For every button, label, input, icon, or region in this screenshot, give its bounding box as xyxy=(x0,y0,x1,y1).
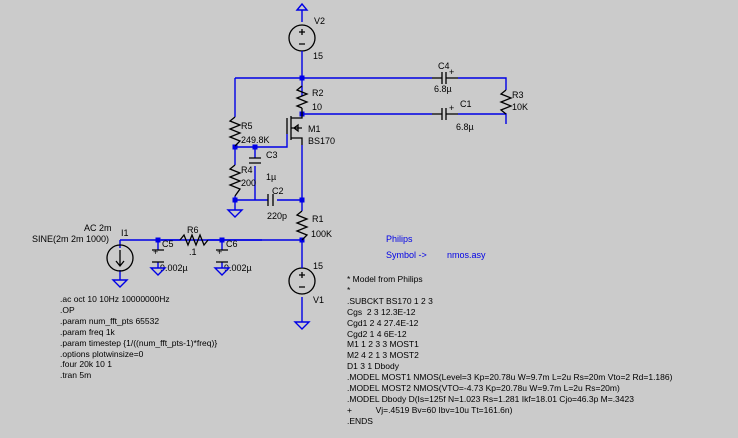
c6-name: C6 xyxy=(226,239,238,249)
c5-name: C5 xyxy=(162,239,174,249)
c3-value: 1µ xyxy=(266,172,276,182)
resistor-r6[interactable]: R6 .1 xyxy=(179,225,209,257)
r2-value: 10 xyxy=(312,102,322,112)
c4-value: 6.8µ xyxy=(434,84,452,94)
v1-value: 15 xyxy=(313,261,323,271)
capacitor-c2[interactable]: C2 220p xyxy=(267,186,287,221)
c6-plus: + xyxy=(217,247,222,257)
spice-directives[interactable]: .ac oct 10 10Hz 10000000Hz .OP .param nu… xyxy=(60,294,218,381)
resistor-r1[interactable]: R1 100K xyxy=(295,210,332,241)
symbol-note[interactable]: Philips Symbol -> nmos.asy xyxy=(386,234,486,260)
v2-value: 15 xyxy=(313,51,323,61)
r6-name: R6 xyxy=(187,225,199,235)
capacitor-c5[interactable]: + C5 9.002µ xyxy=(152,239,188,273)
i1-name: I1 xyxy=(121,228,129,238)
mosfet-m1[interactable]: M1 BS170 xyxy=(286,108,335,146)
r1-value: 100K xyxy=(311,229,332,239)
capacitor-c6[interactable]: + C6 9.002µ xyxy=(216,239,252,273)
m1-name: M1 xyxy=(308,124,321,134)
capacitor-c1[interactable]: + C1 6.8µ xyxy=(432,99,474,132)
c4-plus: + xyxy=(449,67,454,77)
i1-sine: SINE(2m 2m 1000) xyxy=(32,234,109,244)
r1-name: R1 xyxy=(312,214,324,224)
c5-value: 9.002µ xyxy=(160,263,188,273)
resistor-r5[interactable]: R5 249.8K xyxy=(228,116,270,147)
ground-c5 xyxy=(149,267,167,276)
v2-name: V2 xyxy=(314,16,325,26)
capacitor-c4[interactable]: + C4 6.8µ xyxy=(432,61,458,94)
c1-name: C1 xyxy=(460,99,472,109)
c1-value: 6.8µ xyxy=(456,122,474,132)
current-source-i1[interactable]: I1 AC 2m SINE(2m 2m 1000) xyxy=(32,223,134,272)
c1-plus: + xyxy=(449,103,454,113)
i1-ac: AC 2m xyxy=(84,223,112,233)
c2-name: C2 xyxy=(272,186,284,196)
symbol-note-file: nmos.asy xyxy=(447,250,486,260)
r4-name: R4 xyxy=(241,165,253,175)
capacitor-c3[interactable]: C3 1µ xyxy=(249,150,278,182)
c2-value: 220p xyxy=(267,211,287,221)
c4-name: C4 xyxy=(438,61,450,71)
c6-value: 9.002µ xyxy=(224,263,252,273)
symbol-note-title: Philips xyxy=(386,234,413,244)
c5-plus: + xyxy=(153,247,158,257)
resistor-r2[interactable]: R2 10 xyxy=(295,85,324,112)
r5-name: R5 xyxy=(241,121,253,131)
ground-i1 xyxy=(111,279,129,288)
voltage-source-v2[interactable]: V2 15 xyxy=(288,2,325,61)
bs170-model-text[interactable]: * Model from Philips * .SUBCKT BS170 1 2… xyxy=(347,274,673,426)
ground-r4 xyxy=(226,209,244,218)
m1-value: BS170 xyxy=(308,136,335,146)
r5-value: 249.8K xyxy=(241,135,270,145)
r2-name: R2 xyxy=(312,88,324,98)
r6-value: .1 xyxy=(189,247,197,257)
resistor-r3[interactable]: R3 10K xyxy=(499,89,528,115)
r3-name: R3 xyxy=(512,90,524,100)
symbol-note-label: Symbol -> xyxy=(386,250,427,260)
r3-value: 10K xyxy=(512,102,528,112)
resistor-r4[interactable]: R4 200 xyxy=(228,164,256,197)
ground-v1 xyxy=(293,321,311,330)
voltage-source-v1[interactable]: 15 V1 xyxy=(288,258,324,305)
ground-c6 xyxy=(213,267,231,276)
v1-name: V1 xyxy=(313,295,324,305)
c3-name: C3 xyxy=(266,150,278,160)
r4-value: 200 xyxy=(241,178,256,188)
